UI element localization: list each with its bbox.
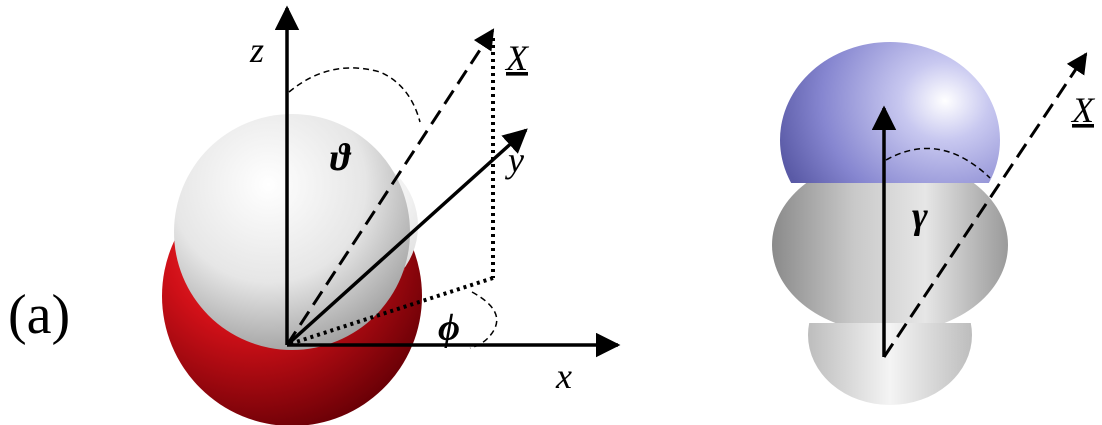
- z-axis-label: z: [249, 30, 264, 70]
- x-vector-dashed: [285, 28, 495, 346]
- left-molecule: [162, 114, 422, 425]
- gamma-label: γ: [912, 195, 928, 237]
- hydrogen-atom-front: [174, 114, 410, 350]
- panel-label: (a): [8, 284, 70, 346]
- phi-arc: [469, 291, 498, 349]
- carbon-atom: [772, 183, 1008, 323]
- theta-arc: [288, 67, 421, 123]
- x-vector-dashed-right: [882, 52, 1088, 358]
- vector-label-left: X: [504, 38, 530, 78]
- phi-label: ϕ: [438, 307, 460, 349]
- projection-to-origin: [289, 276, 494, 346]
- left-axes: [274, 5, 621, 358]
- y-axis-label: y: [505, 140, 524, 180]
- vector-label-right: X: [1070, 90, 1096, 130]
- gamma-arc: [885, 147, 991, 179]
- y-axis: [285, 128, 528, 347]
- theta-label: ϑ: [330, 137, 352, 179]
- hydrogen-atom-bottom: [808, 323, 972, 405]
- right-axes: [871, 52, 1088, 358]
- x-axis-label: x: [555, 356, 572, 396]
